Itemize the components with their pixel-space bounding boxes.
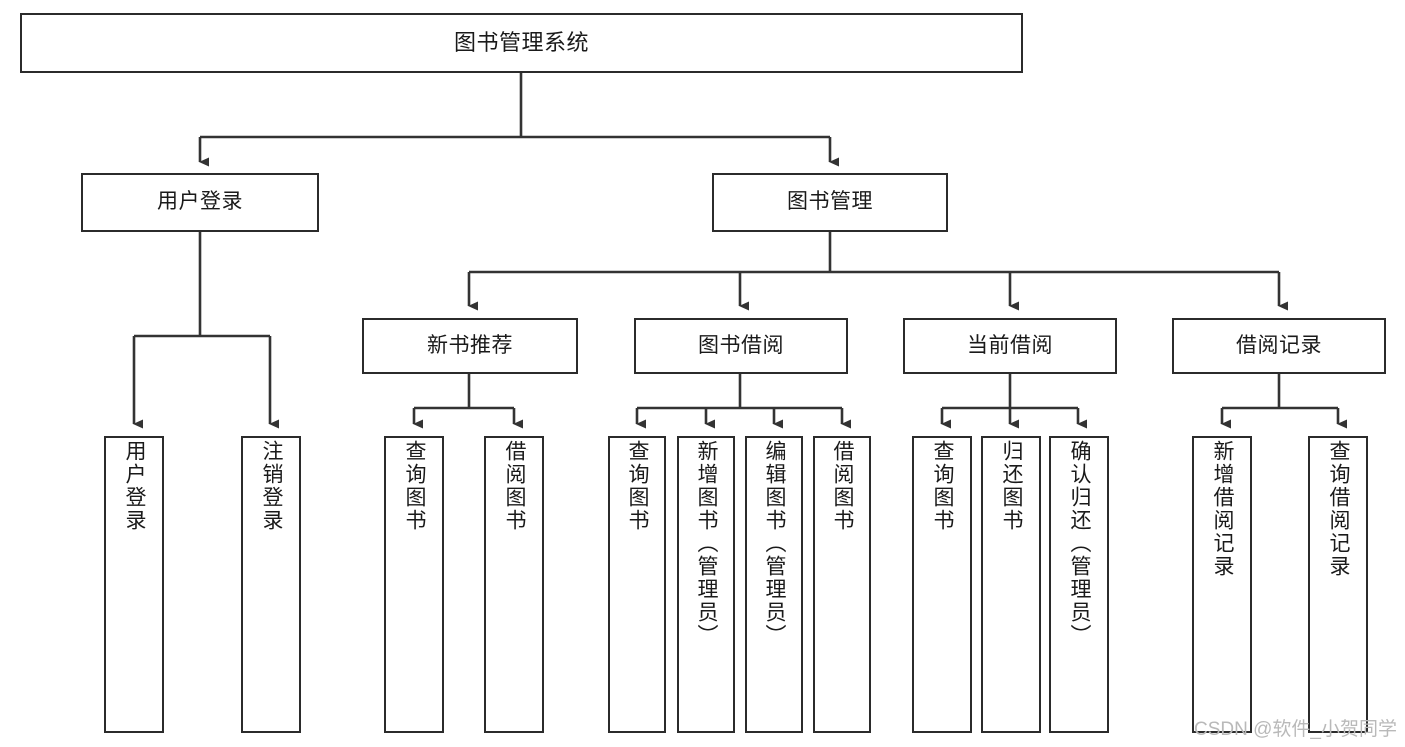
node-label: 图书管理系统 bbox=[453, 30, 589, 56]
leaf-query-book-current[interactable]: 查询图书 bbox=[912, 436, 972, 733]
node-label: 查询图书 bbox=[626, 440, 650, 532]
node-label: 编辑图书（管理员） bbox=[763, 440, 787, 647]
leaf-query-book-borrow[interactable]: 查询图书 bbox=[608, 436, 666, 733]
node-borrow-record[interactable]: 借阅记录 bbox=[1172, 318, 1386, 374]
node-label: 图书借阅 bbox=[698, 333, 784, 357]
leaf-borrow-book[interactable]: 借阅图书 bbox=[813, 436, 871, 733]
node-user-login[interactable]: 用户登录 bbox=[81, 173, 319, 232]
leaf-return-book[interactable]: 归还图书 bbox=[981, 436, 1041, 733]
leaf-user-login[interactable]: 用户登录 bbox=[104, 436, 164, 733]
node-label: 新增借阅记录 bbox=[1211, 440, 1235, 578]
leaf-borrow-book-recommend[interactable]: 借阅图书 bbox=[484, 436, 544, 733]
node-label: 图书管理 bbox=[787, 190, 873, 214]
leaf-add-borrow-record[interactable]: 新增借阅记录 bbox=[1192, 436, 1252, 733]
node-new-book-recommend[interactable]: 新书推荐 bbox=[362, 318, 578, 374]
leaf-edit-book-admin[interactable]: 编辑图书（管理员） bbox=[745, 436, 803, 733]
node-label: 借阅图书 bbox=[503, 440, 527, 532]
node-label: 确认归还（管理员） bbox=[1068, 440, 1092, 647]
node-label: 查询图书 bbox=[931, 440, 955, 532]
leaf-add-book-admin[interactable]: 新增图书（管理员） bbox=[677, 436, 735, 733]
node-label: 借阅记录 bbox=[1236, 333, 1322, 357]
leaf-query-book-recommend[interactable]: 查询图书 bbox=[384, 436, 444, 733]
node-label: 当前借阅 bbox=[967, 333, 1053, 357]
watermark: CSDN @软件_小贺同学 bbox=[1194, 719, 1397, 740]
node-label: 新增图书（管理员） bbox=[695, 440, 719, 647]
node-label: 用户登录 bbox=[123, 440, 147, 532]
node-book-management[interactable]: 图书管理 bbox=[712, 173, 948, 232]
node-label: 借阅图书 bbox=[831, 440, 855, 532]
node-current-borrow[interactable]: 当前借阅 bbox=[903, 318, 1117, 374]
leaf-confirm-return-admin[interactable]: 确认归还（管理员） bbox=[1049, 436, 1109, 733]
leaf-query-borrow-record[interactable]: 查询借阅记录 bbox=[1308, 436, 1368, 733]
node-book-borrow[interactable]: 图书借阅 bbox=[634, 318, 848, 374]
node-label: 归还图书 bbox=[1000, 440, 1024, 532]
node-label: 查询图书 bbox=[403, 440, 427, 532]
node-label: 注销登录 bbox=[260, 440, 284, 532]
leaf-logout-login[interactable]: 注销登录 bbox=[241, 436, 301, 733]
node-root-book-management-system[interactable]: 图书管理系统 bbox=[20, 13, 1023, 73]
node-label: 用户登录 bbox=[157, 190, 243, 214]
node-label: 新书推荐 bbox=[427, 333, 513, 357]
node-label: 查询借阅记录 bbox=[1327, 440, 1351, 578]
